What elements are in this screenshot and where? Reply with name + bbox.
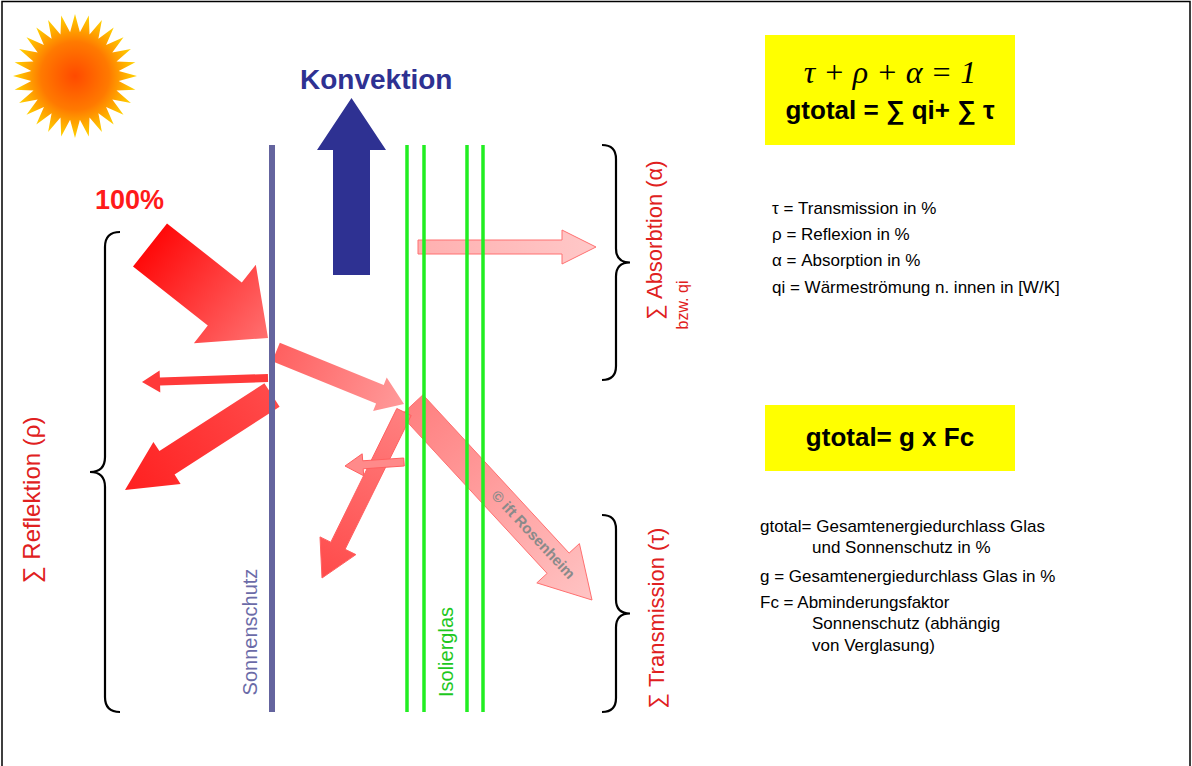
curly-bracket [602, 515, 630, 712]
convection-arrow [317, 98, 386, 275]
glass-pane-line [465, 145, 469, 712]
definition-text: ρ = Reflexion in % [772, 224, 910, 245]
formula: τ + ρ + α = 1 [804, 52, 976, 94]
glass-reflection-arrow [320, 409, 411, 579]
convection-label: Konvektion [300, 62, 452, 97]
definition-text: τ = Transmission in % [772, 198, 936, 219]
sun-shade-label: Sonnenschutz [238, 569, 263, 696]
curly-bracket [602, 145, 630, 380]
glass-pane-line [405, 145, 409, 712]
incoming-radiation-arrow [133, 223, 268, 343]
transmission-label: ∑ Transmission (τ) [643, 528, 671, 709]
percent-label: 100% [95, 184, 164, 218]
definition-text: g = Gesamtenergiedurchlass Glas in % [760, 566, 1055, 587]
transmitted-through-shade-arrow [272, 343, 404, 411]
transmission-arrow [401, 395, 592, 600]
glass-label: Isolierglas [434, 607, 459, 697]
absorption-label: ∑ Absorbtion (α) [641, 160, 669, 319]
sun-shade-line [269, 145, 275, 712]
glass-reflection-arrow-small [345, 454, 404, 476]
glass-pane-line [422, 145, 426, 712]
absorption-arrow [418, 230, 596, 264]
curly-bracket [90, 232, 120, 712]
formula: gtotal= g x Fc [806, 421, 974, 455]
formula-box: gtotal= g x Fc [765, 405, 1015, 471]
glass-pane-line [481, 145, 485, 712]
definition-text: qi = Wärmeströmung n. innen in [W/K] [772, 277, 1060, 298]
absorption-sublabel: bzw. qi [673, 281, 693, 330]
formula: gtotal = ∑ qi+ ∑ τ [785, 94, 994, 128]
definition-text: gtotal= Gesamtenergiedurchlass Glas und … [760, 516, 1045, 559]
definition-text: α = Absorption in % [772, 250, 920, 271]
sun-symbol [13, 14, 137, 138]
formula-box: τ + ρ + α = 1gtotal = ∑ qi+ ∑ τ [765, 35, 1015, 145]
reflection-arrow [125, 383, 280, 490]
definition-text: Fc = Abminderungsfaktor Sonnenschutz (ab… [760, 592, 1012, 656]
reflection-label: ∑ Reflektion (ρ) [17, 417, 47, 584]
watermark: © ift Rosenheim [487, 487, 579, 583]
reflection-arrow-small [142, 370, 268, 392]
